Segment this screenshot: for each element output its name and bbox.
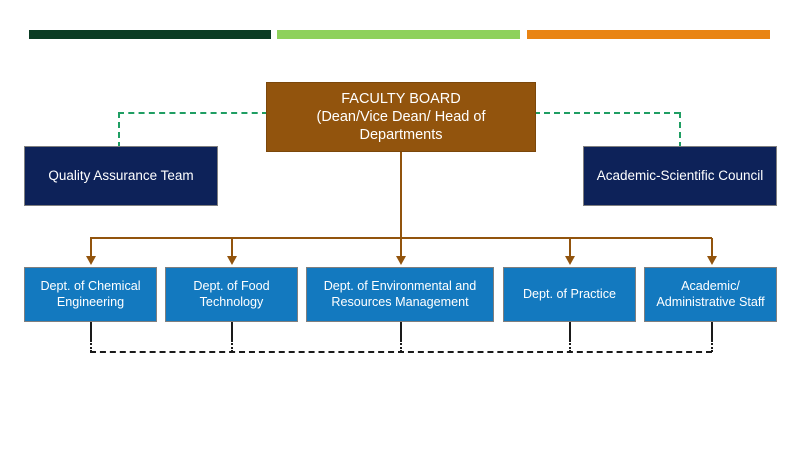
dept-chemical-engineering-box[interactable]: Dept. of Chemical Engineering bbox=[24, 267, 157, 322]
academic-administrative-staff-box[interactable]: Academic/ Administrative Staff bbox=[644, 267, 777, 322]
dept-food-technology-line2: Technology bbox=[199, 294, 264, 309]
dept-chemical-engineering-line1: Dept. of Chemical bbox=[40, 278, 141, 293]
dept-environmental-resources-box[interactable]: Dept. of Environmental and Resources Man… bbox=[306, 267, 494, 322]
dept-food-technology-box[interactable]: Dept. of Food Technology bbox=[165, 267, 298, 322]
arrowhead-icon-2 bbox=[227, 256, 237, 265]
branch-connector-5 bbox=[711, 238, 713, 258]
faculty-board-title: FACULTY BOARD bbox=[341, 90, 461, 107]
bottom-stem-5 bbox=[711, 322, 713, 340]
dashed-connector-right-horizontal bbox=[534, 112, 680, 114]
bottom-stem-2 bbox=[231, 322, 233, 340]
bottom-dotted-stem-1 bbox=[90, 340, 92, 352]
dept-environmental-resources-line2: Resources Management bbox=[331, 294, 469, 309]
faculty-board-box[interactable]: FACULTY BOARD (Dean/Vice Dean/ Head of D… bbox=[266, 82, 536, 152]
board-stem-connector bbox=[400, 150, 402, 238]
top-bar-orange bbox=[527, 30, 770, 39]
branch-connector-4 bbox=[569, 238, 571, 258]
dept-environmental-resources-text: Dept. of Environmental and Resources Man… bbox=[318, 279, 483, 310]
quality-assurance-team-label: Quality Assurance Team bbox=[48, 167, 194, 183]
arrowhead-icon-4 bbox=[565, 256, 575, 265]
dept-practice-text: Dept. of Practice bbox=[517, 287, 622, 303]
bottom-stem-4 bbox=[569, 322, 571, 340]
dashed-connector-right-vertical bbox=[679, 112, 681, 148]
bottom-stem-3 bbox=[400, 322, 402, 340]
branch-connector-2 bbox=[231, 238, 233, 258]
dashed-connector-left-vertical bbox=[118, 112, 120, 148]
branch-connector-3 bbox=[400, 238, 402, 258]
bottom-dotted-stem-5 bbox=[711, 340, 713, 352]
arrowhead-icon-3 bbox=[396, 256, 406, 265]
bottom-dotted-stem-3 bbox=[400, 340, 402, 352]
faculty-board-text: FACULTY BOARD (Dean/Vice Dean/ Head of D… bbox=[267, 90, 535, 144]
dept-food-technology-line1: Dept. of Food bbox=[193, 278, 270, 293]
top-bar-light-green bbox=[277, 30, 520, 39]
branch-connector-1 bbox=[90, 238, 92, 258]
bottom-stem-1 bbox=[90, 322, 92, 340]
bottom-dotted-stem-2 bbox=[231, 340, 233, 352]
arrowhead-icon-5 bbox=[707, 256, 717, 265]
dashed-connector-left-horizontal bbox=[118, 112, 268, 114]
dept-environmental-resources-line1: Dept. of Environmental and bbox=[323, 278, 477, 293]
top-bar-dark-green bbox=[29, 30, 271, 39]
bottom-bus-connector bbox=[90, 351, 712, 353]
dept-practice-box[interactable]: Dept. of Practice bbox=[503, 267, 636, 322]
dept-chemical-engineering-line2: Engineering bbox=[56, 294, 125, 309]
arrowhead-icon-1 bbox=[86, 256, 96, 265]
bottom-dotted-stem-4 bbox=[569, 340, 571, 352]
dept-chemical-engineering-text: Dept. of Chemical Engineering bbox=[34, 279, 146, 310]
academic-administrative-staff-text: Academic/ Administrative Staff bbox=[650, 279, 770, 310]
quality-assurance-team-box[interactable]: Quality Assurance Team bbox=[24, 146, 218, 206]
faculty-board-subtitle: (Dean/Vice Dean/ Head of Departments bbox=[316, 108, 486, 144]
academic-scientific-council-label: Academic-Scientific Council bbox=[596, 167, 764, 183]
academic-scientific-council-box[interactable]: Academic-Scientific Council bbox=[583, 146, 777, 206]
academic-administrative-staff-line1: Academic/ bbox=[681, 278, 740, 293]
dept-practice-line1: Dept. of Practice bbox=[522, 286, 617, 301]
dept-food-technology-text: Dept. of Food Technology bbox=[187, 279, 275, 310]
academic-administrative-staff-line2: Administrative Staff bbox=[656, 294, 765, 309]
